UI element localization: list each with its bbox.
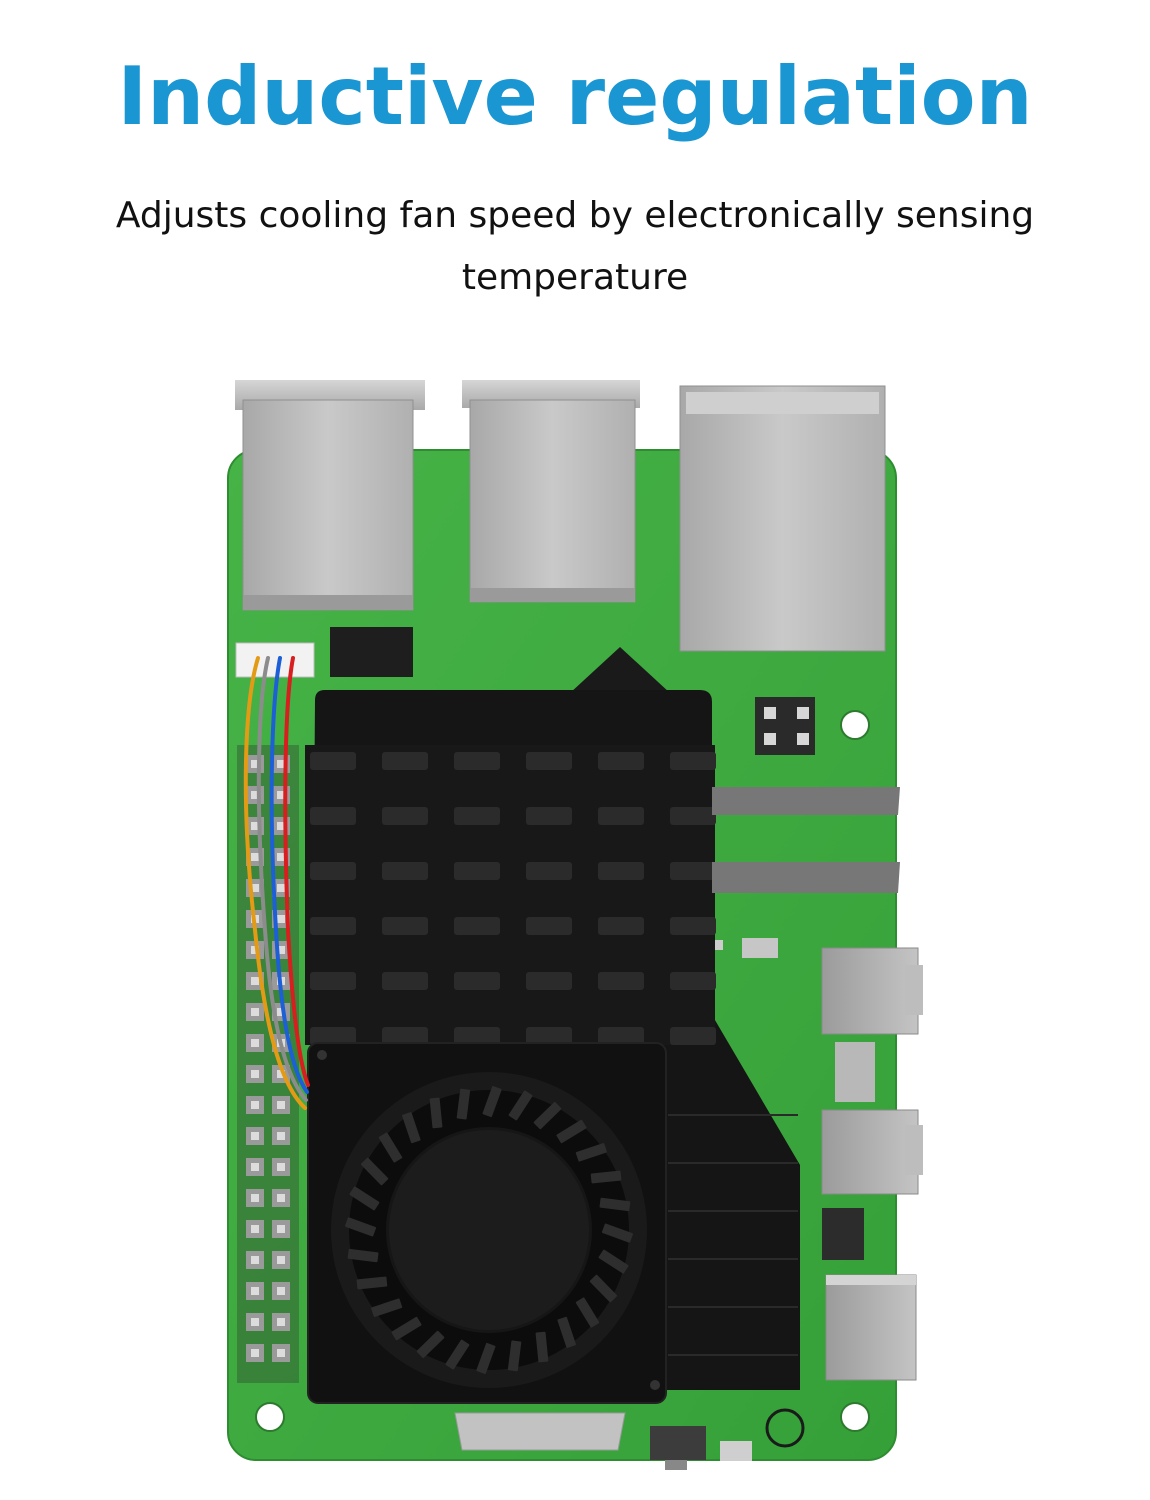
heatsink-fin — [598, 807, 644, 825]
heatsink-fin — [670, 752, 716, 770]
fan-blade — [507, 1340, 522, 1372]
fan-connector — [235, 642, 315, 678]
fan-blade — [575, 1143, 607, 1162]
heatsink-fin — [526, 917, 572, 935]
heatsink-fin — [670, 1027, 716, 1045]
heatsink-fin — [310, 1027, 356, 1045]
page-title: Inductive regulation — [117, 50, 1033, 143]
fan-blade — [476, 1342, 496, 1374]
page-subtitle: Adjusts cooling fan speed by electronica… — [115, 195, 1035, 298]
mounting-ring — [765, 1408, 805, 1448]
heatsink-fin — [598, 1027, 644, 1045]
heatsink-fin — [526, 862, 572, 880]
fan-blade — [360, 1157, 389, 1186]
sd-card-slot — [454, 1412, 626, 1451]
fan-blade — [429, 1097, 443, 1129]
fan-blade — [402, 1112, 421, 1144]
fan-blade — [557, 1316, 576, 1348]
heatsink-fin — [382, 1027, 428, 1045]
fan-blade — [456, 1088, 471, 1120]
heatsink-fin — [598, 862, 644, 880]
fan-blade — [445, 1339, 470, 1370]
fan-blade — [378, 1132, 403, 1163]
heatsink-fin — [454, 807, 500, 825]
fan-blade — [508, 1090, 533, 1121]
heatsink-fin — [526, 752, 572, 770]
component — [835, 1042, 875, 1102]
heatsink-fin — [454, 972, 500, 990]
ethernet-port — [679, 385, 886, 652]
component — [822, 1208, 864, 1260]
heatsink-fin — [310, 862, 356, 880]
blower-fan — [307, 1042, 667, 1404]
heatsink-fin — [382, 972, 428, 990]
heatsink-fin — [382, 752, 428, 770]
usb-port-1 — [235, 380, 425, 611]
heatsink-fin — [382, 807, 428, 825]
memory-strip — [712, 787, 900, 815]
micro-hdmi-port-2 — [821, 1109, 923, 1195]
heatsink-fin — [310, 807, 356, 825]
fan-blade — [535, 1331, 549, 1363]
heatsink-fin — [670, 862, 716, 880]
chip — [330, 627, 413, 677]
micro-hdmi-port-1 — [821, 947, 923, 1035]
heatsink-fin — [382, 917, 428, 935]
heatsink-fin — [454, 752, 500, 770]
fan-blade — [482, 1086, 502, 1118]
heatsink-fin — [310, 972, 356, 990]
heatsink-fin — [310, 752, 356, 770]
fan-blade — [575, 1297, 600, 1328]
heatsink-fin — [598, 752, 644, 770]
heatsink-fin — [670, 972, 716, 990]
heatsink-fin — [670, 807, 716, 825]
fan-blade — [590, 1170, 622, 1184]
fan-blade — [347, 1248, 379, 1263]
heatsink-fin — [454, 862, 500, 880]
fan-blade — [598, 1249, 629, 1274]
fan-blade — [345, 1217, 377, 1237]
fan-blade — [371, 1298, 403, 1317]
button-switch — [755, 697, 815, 755]
memory-strip — [712, 862, 900, 893]
heatsink-fin — [310, 917, 356, 935]
chip — [570, 647, 670, 693]
component — [650, 1426, 706, 1460]
fan-blade — [391, 1316, 422, 1341]
heatsink-fin — [598, 917, 644, 935]
fan-blade — [599, 1197, 631, 1212]
heatsink-fin — [382, 862, 428, 880]
heatsink-fin — [454, 1027, 500, 1045]
heatsink-fin — [526, 1027, 572, 1045]
heatsink-fin — [454, 917, 500, 935]
usb-port-2 — [462, 380, 640, 603]
fan-blade — [601, 1223, 633, 1243]
heatsink-fin — [670, 917, 716, 935]
fan-cable — [243, 656, 310, 1110]
fan-blade — [556, 1119, 587, 1144]
heatsink-fin — [598, 972, 644, 990]
fan-blade — [349, 1186, 380, 1211]
usb-c-port — [825, 1274, 917, 1381]
fan-blade — [533, 1101, 562, 1130]
fan-blade — [356, 1276, 388, 1290]
heatsink-fin — [526, 972, 572, 990]
fan-blade — [416, 1330, 445, 1359]
fan-blade — [589, 1274, 618, 1303]
heatsink-fin — [526, 807, 572, 825]
